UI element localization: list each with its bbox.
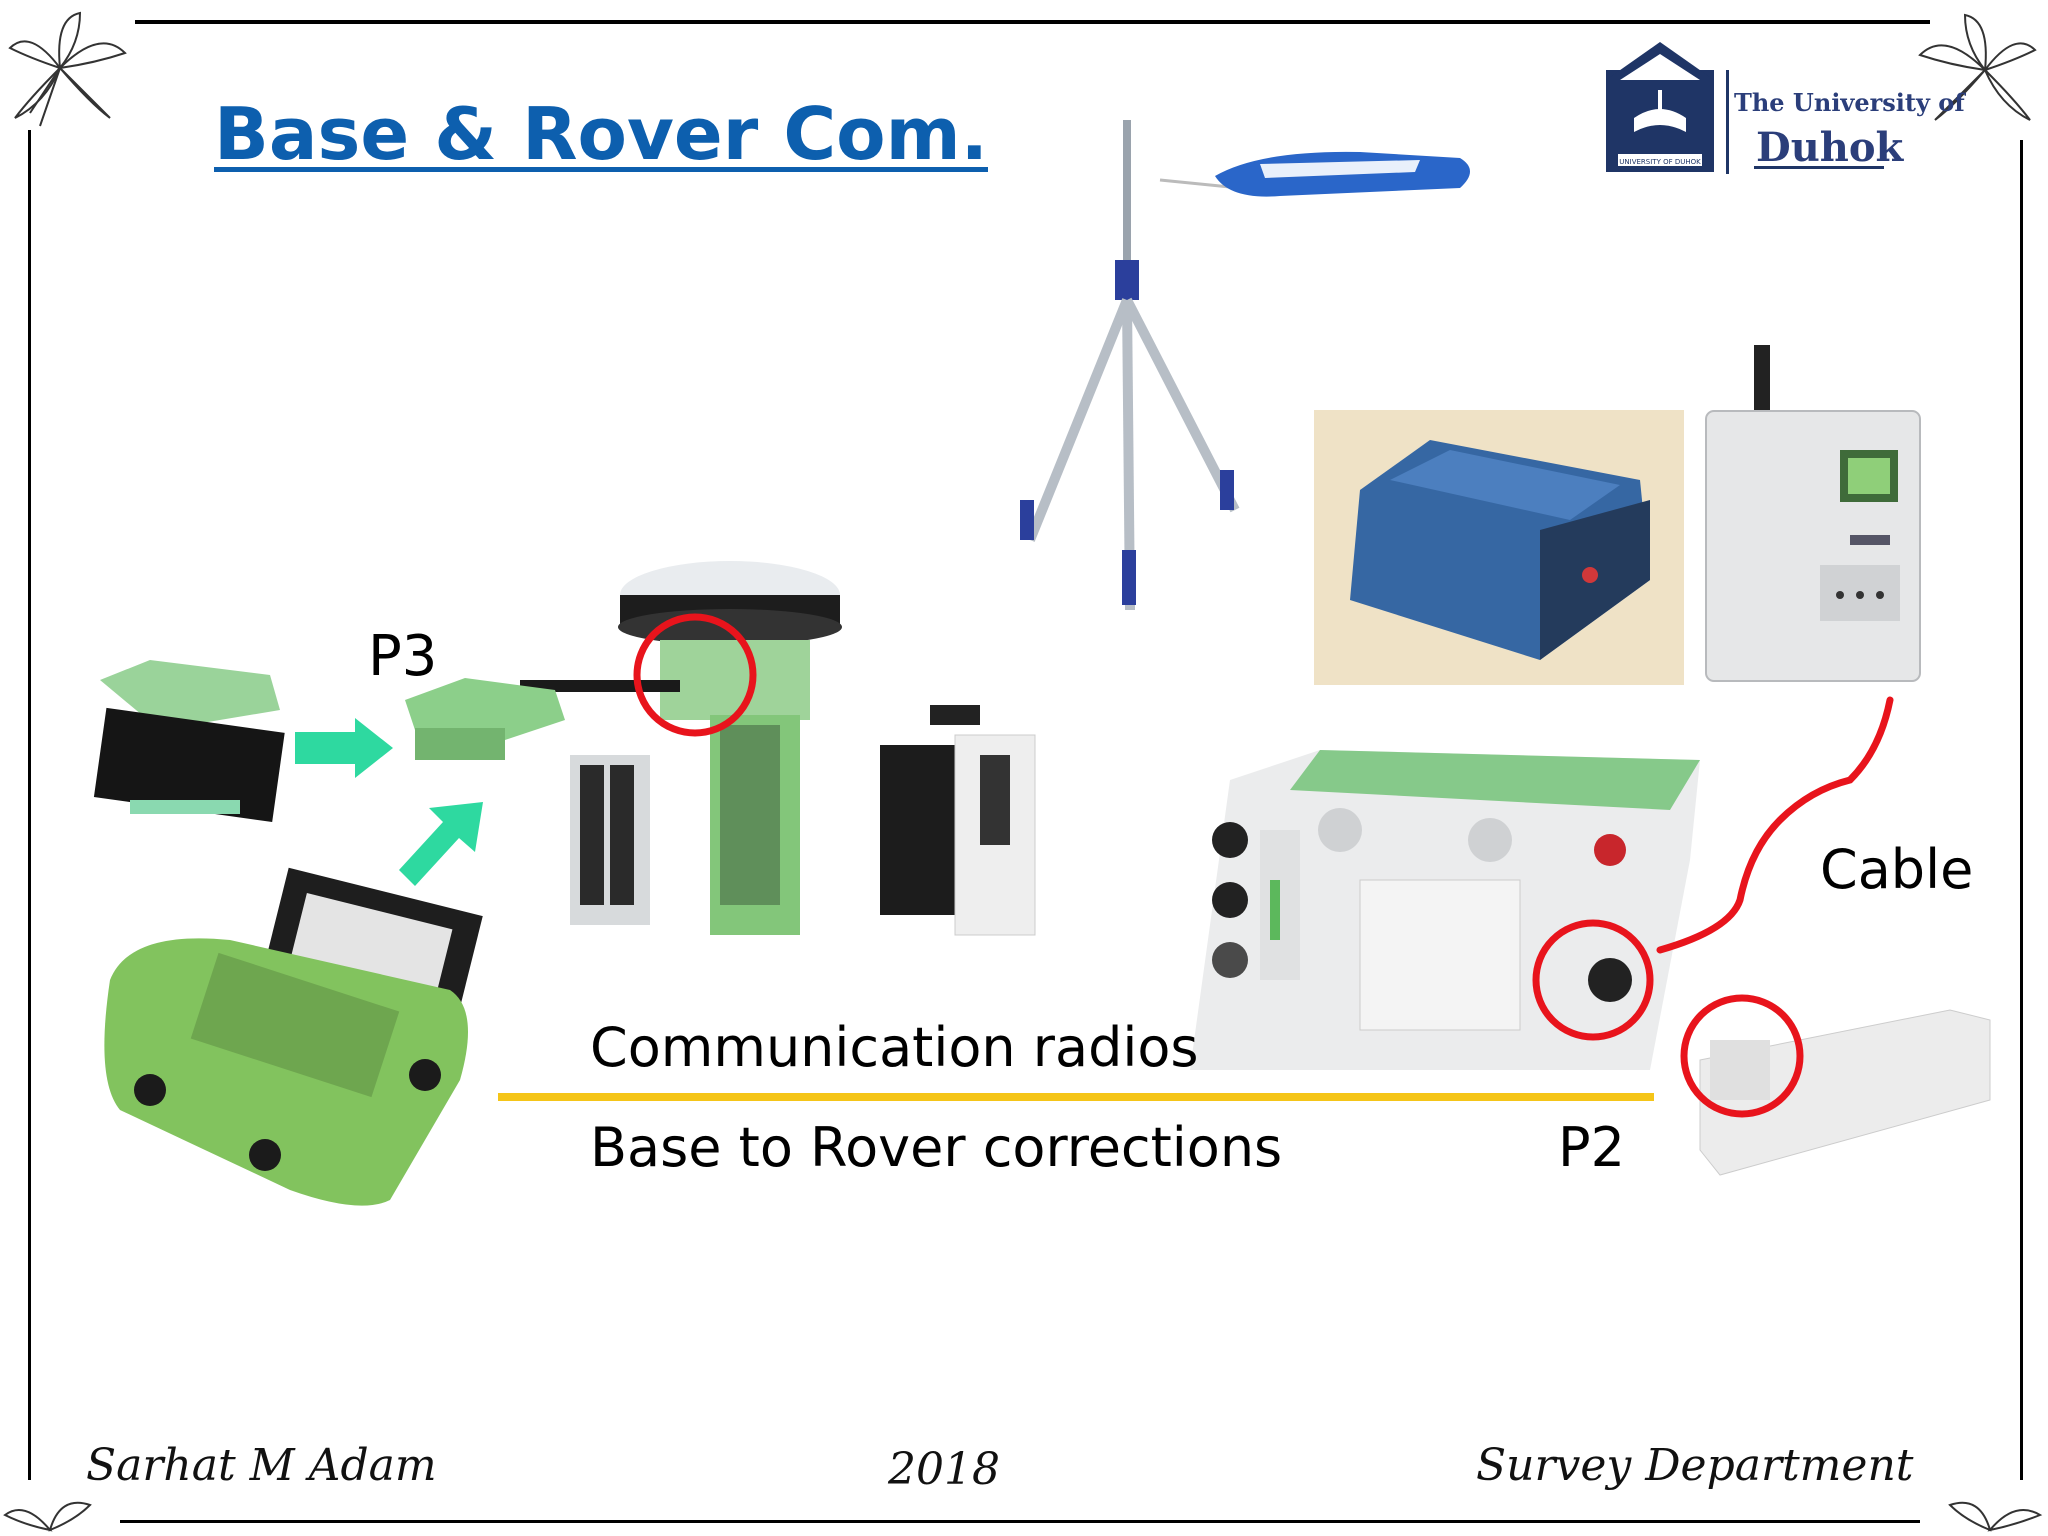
small-device-image [1699, 1009, 1991, 1176]
cable-line [1656, 696, 1894, 954]
bottom-border-line [120, 1520, 1920, 1523]
tripod-image [1020, 120, 1240, 611]
label-p2: P2 [1558, 1116, 1625, 1179]
slide-title: Base & Rover Com. [214, 92, 988, 176]
right-border-line [2020, 140, 2023, 1480]
left-border-line [28, 130, 31, 1480]
label-communication-radios: Communication radios [590, 1016, 1199, 1079]
white-radio-image [1705, 345, 1921, 682]
gnss-receiver-image [520, 561, 1036, 936]
logo-line1: The University of [1734, 88, 1965, 117]
tripod-bag-image [1159, 151, 1470, 197]
logo-underline [1754, 166, 1884, 169]
footer-year: 2018 [888, 1444, 1000, 1495]
flower-ornament-icon [1918, 13, 2037, 121]
logo-line2: Duhok [1756, 124, 1904, 171]
arrow-right-icon [295, 718, 393, 778]
divider-line [498, 1093, 1654, 1101]
highlight-circle-p2-port [1532, 919, 1654, 1041]
top-border-line [135, 20, 1930, 24]
label-base-to-rover: Base to Rover corrections [590, 1116, 1283, 1179]
flower-ornament-icon [3, 1501, 92, 1532]
footer-department: Survey Department [1476, 1440, 1914, 1491]
university-emblem-icon: UNIVERSITY OF DUHOK [1606, 42, 1714, 172]
radio-box-image [1350, 440, 1650, 660]
emblem-text: UNIVERSITY OF DUHOK [1619, 158, 1701, 166]
p3-radio-clip-image [405, 678, 565, 760]
highlight-circle-device-port [1680, 994, 1804, 1118]
highlight-circle-receiver-port [633, 613, 757, 737]
label-cable: Cable [1820, 838, 1974, 901]
flower-ornament-icon [8, 11, 127, 127]
receiver-unit-image [1190, 750, 1700, 1070]
label-p3: P3 [368, 624, 438, 689]
flower-ornament-icon [1948, 1501, 2043, 1532]
logo-divider [1726, 70, 1729, 174]
footer-author: Sarhat M Adam [86, 1440, 437, 1491]
radio-module-small-image [93, 660, 285, 823]
arrow-up-right-icon [399, 802, 483, 886]
radio-module-large-image [104, 867, 483, 1206]
